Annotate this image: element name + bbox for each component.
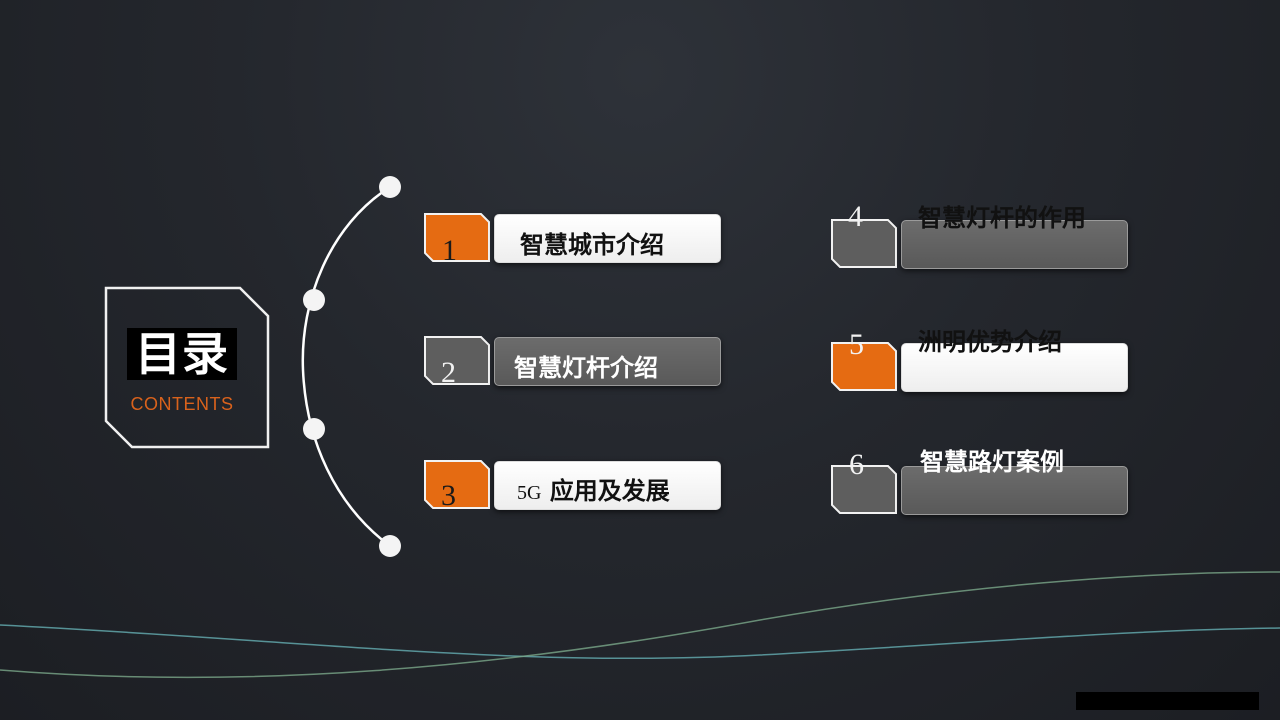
item-label-3-prefix: 5G	[517, 482, 542, 504]
item-bar-6[interactable]	[901, 466, 1128, 515]
footer-block	[1076, 692, 1259, 710]
item-number-5: 5	[849, 328, 864, 361]
item-label-6[interactable]: 智慧路灯案例	[920, 448, 1064, 476]
item-bar-3[interactable]	[494, 461, 721, 510]
arc-dot-1	[379, 176, 401, 198]
timeline-arc	[301, 185, 391, 548]
arc-dot-3	[303, 418, 325, 440]
badge-6	[831, 465, 897, 514]
wave-line-teal	[0, 624, 1280, 660]
item-bar-5[interactable]	[901, 343, 1128, 392]
item-number-2: 2	[441, 356, 456, 389]
wave-line-green	[0, 571, 1280, 679]
item-label-4[interactable]: 智慧灯杆的作用	[918, 204, 1086, 232]
item-label-2[interactable]: 智慧灯杆介绍	[514, 354, 658, 382]
badge-1	[424, 213, 490, 262]
page-title: 目录	[127, 328, 237, 380]
item-number-1: 1	[442, 234, 457, 267]
item-label-1[interactable]: 智慧城市介绍	[520, 231, 664, 259]
title-box-frame	[104, 286, 270, 449]
item-number-3: 3	[441, 479, 456, 512]
item-bar-1[interactable]	[494, 214, 721, 263]
arc-dot-4	[379, 535, 401, 557]
page-subtitle: CONTENTS	[130, 394, 234, 414]
item-number-6: 6	[849, 448, 864, 481]
item-label-5[interactable]: 洲明优势介绍	[918, 328, 1062, 356]
badge-3	[424, 460, 490, 509]
arc-dot-2	[303, 289, 325, 311]
item-bar-2[interactable]	[494, 337, 721, 386]
item-label-3-text: 应用及发展	[549, 477, 670, 505]
item-number-4: 4	[848, 200, 863, 233]
badge-5	[831, 342, 897, 391]
item-label-3[interactable]: 5G 应用及发展	[517, 476, 670, 508]
badge-2	[424, 336, 490, 385]
badge-4	[831, 219, 897, 268]
item-bar-4[interactable]	[901, 220, 1128, 269]
